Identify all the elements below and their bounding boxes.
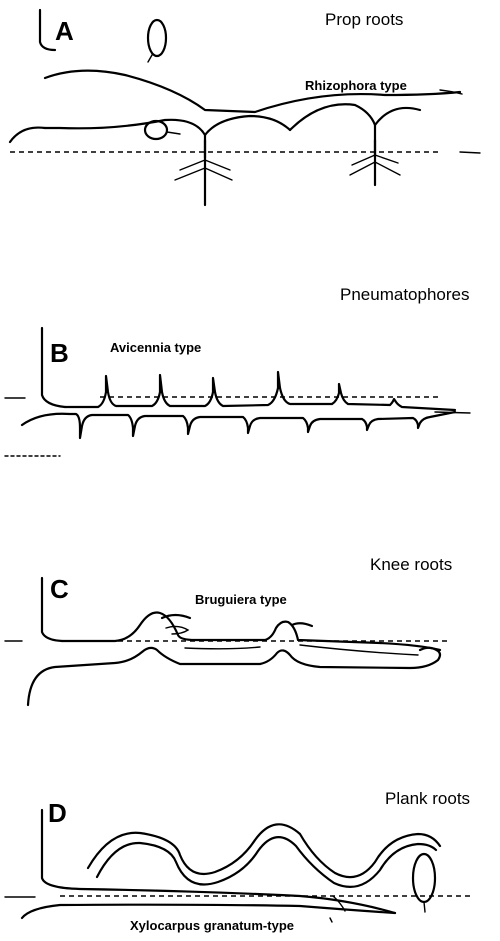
panel-d-heading: Plank roots [385,789,470,808]
panel-a-waterline-end [460,152,480,153]
panel-d: D Plank roots Xylocarpus granatum-type [5,789,470,933]
panel-a-heading: Prop roots [325,10,403,29]
panel-a: A Prop roots Rhizophora type [10,10,480,205]
panel-b-type-label: Avicennia type [110,340,201,355]
panel-d-type-label: Xylocarpus granatum-type [130,918,294,933]
panel-c: C Knee roots Bruguiera type [5,555,452,705]
panel-a-letter: A [55,16,74,46]
panel-c-letter: C [50,574,69,604]
panel-c-type-label: Bruguiera type [195,592,287,607]
panel-c-heading: Knee roots [370,555,452,574]
panel-b-letter: B [50,338,69,368]
plank-root-drawing [22,810,440,922]
panel-d-letter: D [48,798,67,828]
pneumatophore-drawing [22,328,470,438]
panel-a-type-label: Rhizophora type [305,78,407,93]
panel-b: B Pneumatophores Avicennia type [5,285,470,456]
panel-b-heading: Pneumatophores [340,285,469,304]
prop-root-drawing [10,10,462,205]
